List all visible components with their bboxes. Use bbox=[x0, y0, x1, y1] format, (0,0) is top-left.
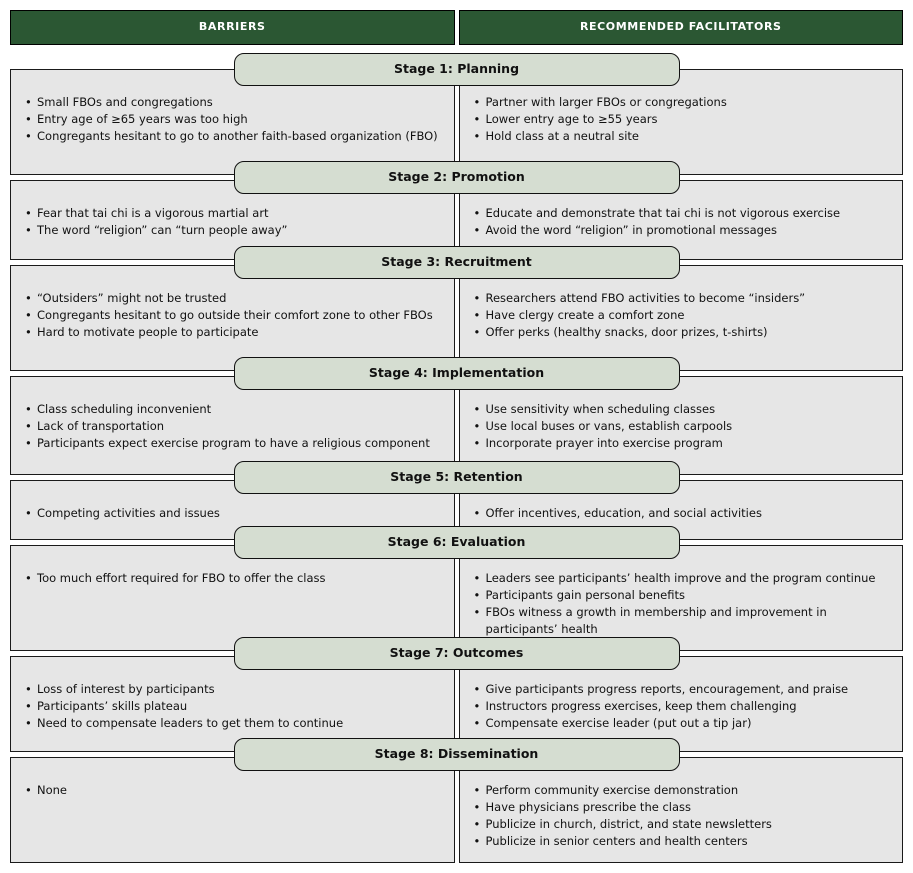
barriers-list-8: None bbox=[24, 782, 444, 799]
barriers-panel-8: None bbox=[10, 757, 455, 863]
facilitator-item: Use sensitivity when scheduling classes bbox=[473, 401, 893, 418]
column-header-row: BARRIERS RECOMMENDED FACILITATORS bbox=[10, 10, 903, 45]
barriers-list-6: Too much effort required for FBO to offe… bbox=[24, 570, 444, 587]
facilitator-item: Partner with larger FBOs or congregation… bbox=[473, 94, 893, 111]
facilitator-item: Publicize in church, district, and state… bbox=[473, 816, 893, 833]
barriers-panel-6: Too much effort required for FBO to offe… bbox=[10, 545, 455, 651]
stage-row-7: Loss of interest by participants Partici… bbox=[10, 656, 903, 752]
stage-row-4: Class scheduling inconvenient Lack of tr… bbox=[10, 376, 903, 475]
facilitators-list-4: Use sensitivity when scheduling classes … bbox=[473, 401, 893, 452]
barrier-item: “Outsiders” might not be trusted bbox=[24, 290, 444, 307]
barriers-list-5: Competing activities and issues bbox=[24, 505, 444, 522]
facilitator-item: Compensate exercise leader (put out a ti… bbox=[473, 715, 893, 732]
facilitators-list-6: Leaders see participants’ health improve… bbox=[473, 570, 893, 638]
stage-banner-4: Stage 4: Implementation bbox=[233, 357, 680, 390]
stage-row-3: “Outsiders” might not be trusted Congreg… bbox=[10, 265, 903, 371]
barrier-item: Fear that tai chi is a vigorous martial … bbox=[24, 205, 444, 222]
barrier-item: Competing activities and issues bbox=[24, 505, 444, 522]
barrier-item: Congregants hesitant to go to another fa… bbox=[24, 128, 444, 145]
facilitator-item: Have physicians prescribe the class bbox=[473, 799, 893, 816]
barrier-item: Need to compensate leaders to get them t… bbox=[24, 715, 444, 732]
barriers-list-2: Fear that tai chi is a vigorous martial … bbox=[24, 205, 444, 239]
facilitators-panel-6: Leaders see participants’ health improve… bbox=[458, 545, 903, 651]
facilitators-panel-7: Give participants progress reports, enco… bbox=[458, 656, 903, 752]
facilitator-item: Avoid the word “religion” in promotional… bbox=[473, 222, 893, 239]
stage-row-8: None Perform community exercise demonstr… bbox=[10, 757, 903, 863]
barrier-item: None bbox=[24, 782, 444, 799]
facilitator-item: Lower entry age to ≥55 years bbox=[473, 111, 893, 128]
header-recommended-facilitators: RECOMMENDED FACILITATORS bbox=[458, 10, 903, 45]
stage-banner-8: Stage 8: Dissemination bbox=[233, 738, 680, 771]
facilitator-item: Incorporate prayer into exercise program bbox=[473, 435, 893, 452]
barrier-item: Participants expect exercise program to … bbox=[24, 435, 444, 452]
facilitators-list-1: Partner with larger FBOs or congregation… bbox=[473, 94, 893, 145]
facilitator-item: Offer incentives, education, and social … bbox=[473, 505, 893, 522]
facilitator-item: Give participants progress reports, enco… bbox=[473, 681, 893, 698]
barrier-item: Too much effort required for FBO to offe… bbox=[24, 570, 444, 587]
stage-banner-6: Stage 6: Evaluation bbox=[233, 526, 680, 559]
barrier-item: Loss of interest by participants bbox=[24, 681, 444, 698]
stage-banner-1: Stage 1: Planning bbox=[233, 53, 680, 86]
facilitator-item: Instructors progress exercises, keep the… bbox=[473, 698, 893, 715]
stage-banner-2: Stage 2: Promotion bbox=[233, 161, 680, 194]
barriers-list-4: Class scheduling inconvenient Lack of tr… bbox=[24, 401, 444, 452]
facilitator-item: Have clergy create a comfort zone bbox=[473, 307, 893, 324]
facilitator-item: Perform community exercise demonstration bbox=[473, 782, 893, 799]
facilitators-list-8: Perform community exercise demonstration… bbox=[473, 782, 893, 850]
facilitator-item: Educate and demonstrate that tai chi is … bbox=[473, 205, 893, 222]
facilitators-panel-1: Partner with larger FBOs or congregation… bbox=[458, 69, 903, 175]
facilitator-item: Researchers attend FBO activities to bec… bbox=[473, 290, 893, 307]
barriers-panel-4: Class scheduling inconvenient Lack of tr… bbox=[10, 376, 455, 475]
stage-row-1: Small FBOs and congregations Entry age o… bbox=[10, 69, 903, 175]
barrier-item: Small FBOs and congregations bbox=[24, 94, 444, 111]
barriers-panel-1: Small FBOs and congregations Entry age o… bbox=[10, 69, 455, 175]
barrier-item: Class scheduling inconvenient bbox=[24, 401, 444, 418]
facilitators-list-2: Educate and demonstrate that tai chi is … bbox=[473, 205, 893, 239]
facilitator-item: Publicize in senior centers and health c… bbox=[473, 833, 893, 850]
stage-banner-5: Stage 5: Retention bbox=[233, 461, 680, 494]
barrier-item: Participants’ skills plateau bbox=[24, 698, 444, 715]
barrier-item: Congregants hesitant to go outside their… bbox=[24, 307, 444, 324]
facilitator-item: Participants gain personal benefits bbox=[473, 587, 893, 604]
facilitator-item: Offer perks (healthy snacks, door prizes… bbox=[473, 324, 893, 341]
stage-row-6: Too much effort required for FBO to offe… bbox=[10, 545, 903, 651]
stage-banner-7: Stage 7: Outcomes bbox=[233, 637, 680, 670]
barriers-list-7: Loss of interest by participants Partici… bbox=[24, 681, 444, 732]
barrier-item: Lack of transportation bbox=[24, 418, 444, 435]
facilitators-panel-4: Use sensitivity when scheduling classes … bbox=[458, 376, 903, 475]
facilitator-item: Use local buses or vans, establish carpo… bbox=[473, 418, 893, 435]
barrier-item: The word “religion” can “turn people awa… bbox=[24, 222, 444, 239]
facilitator-item: FBOs witness a growth in membership and … bbox=[473, 604, 893, 638]
barrier-item: Hard to motivate people to participate bbox=[24, 324, 444, 341]
barriers-list-1: Small FBOs and congregations Entry age o… bbox=[24, 94, 444, 145]
barriers-list-3: “Outsiders” might not be trusted Congreg… bbox=[24, 290, 444, 341]
facilitators-list-3: Researchers attend FBO activities to bec… bbox=[473, 290, 893, 341]
header-barriers: BARRIERS bbox=[10, 10, 455, 45]
facilitators-panel-8: Perform community exercise demonstration… bbox=[458, 757, 903, 863]
facilitator-item: Hold class at a neutral site bbox=[473, 128, 893, 145]
facilitators-panel-3: Researchers attend FBO activities to bec… bbox=[458, 265, 903, 371]
barriers-panel-7: Loss of interest by participants Partici… bbox=[10, 656, 455, 752]
barrier-item: Entry age of ≥65 years was too high bbox=[24, 111, 444, 128]
facilitator-item: Leaders see participants’ health improve… bbox=[473, 570, 893, 587]
facilitators-list-7: Give participants progress reports, enco… bbox=[473, 681, 893, 732]
facilitators-list-5: Offer incentives, education, and social … bbox=[473, 505, 893, 522]
stage-banner-3: Stage 3: Recruitment bbox=[233, 246, 680, 279]
barriers-panel-3: “Outsiders” might not be trusted Congreg… bbox=[10, 265, 455, 371]
